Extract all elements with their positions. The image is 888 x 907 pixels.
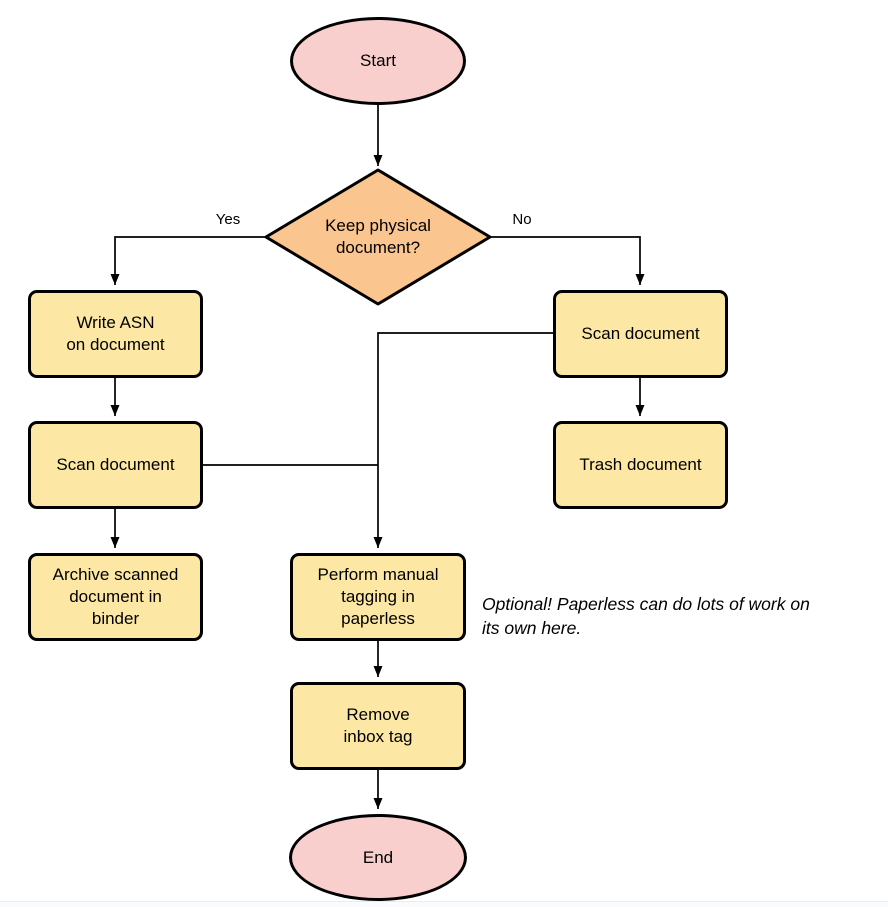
node-decision-label: Keep physical document? [325,216,431,257]
node-start-label: Start [360,51,396,70]
edge-label-yes: Yes [215,211,241,228]
edge-decision-no-to-scan-right [490,236,645,285]
annotation-optional-note: Optional! Paperless can do lots of work … [482,594,810,638]
node-end-label: End [362,847,394,867]
node-archive-scanned-document: Archive scanned document in binder [28,553,203,641]
page-bottom-edge [0,901,888,907]
node-trash-label: Trash document [579,455,702,474]
node-remove-label: Remove inbox tag [343,705,413,746]
node-tagging-label: Perform manual tagging in paperless [317,565,439,628]
node-archive-label: Archive scanned document in binder [52,565,179,628]
node-scan-document-left: Scan document [28,421,203,509]
node-end: End [289,814,467,901]
edge-label-no: No [512,211,532,228]
edge-scan-right-to-tagging [373,332,553,548]
node-scan-document-right: Scan document [553,290,728,378]
node-start: Start [290,17,466,105]
node-write-asn-on-document: Write ASN on document [28,290,203,378]
node-perform-manual-tagging: Perform manual tagging in paperless [290,553,466,641]
node-trash-document: Trash document [553,421,728,509]
node-scan-right-label: Scan document [581,324,700,343]
node-scan-left-label: Scan document [56,455,175,474]
edge-decision-yes-to-write-asn [110,236,266,285]
node-remove-inbox-tag: Remove inbox tag [290,682,466,770]
node-write-asn-label: Write ASN on document [66,313,165,354]
decision-diamond-shape [264,168,492,306]
